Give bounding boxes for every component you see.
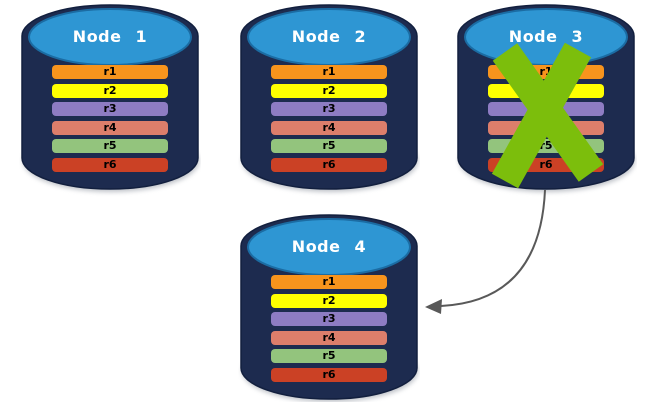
record-r5: r5 <box>271 139 387 153</box>
record-r3: r3 <box>488 102 604 116</box>
node-1: Node 1 r1 r2 r3 r4 r5 r6 <box>19 3 201 197</box>
record-r6: r6 <box>52 157 168 172</box>
record-r1: r1 <box>488 65 604 79</box>
record-r3: r3 <box>271 312 387 326</box>
node-title: Node 2 <box>291 27 367 46</box>
record-r5: r5 <box>488 139 604 153</box>
record-r1: r1 <box>52 65 168 79</box>
record-r6: r6 <box>271 367 387 382</box>
node-title: Node 1 <box>72 27 148 46</box>
record-list: r1 r2 r3 r4 r5 r6 <box>52 65 168 176</box>
record-r6: r6 <box>271 157 387 172</box>
record-r2: r2 <box>488 83 604 98</box>
record-r5: r5 <box>271 349 387 363</box>
record-list: r1 r2 r3 r4 r5 r6 <box>488 65 604 176</box>
record-r1: r1 <box>271 65 387 79</box>
node-2: Node 2 r1 r2 r3 r4 r5 r6 <box>238 3 420 197</box>
record-list: r1 r2 r3 r4 r5 r6 <box>271 65 387 176</box>
record-list: r1 r2 r3 r4 r5 r6 <box>271 275 387 386</box>
node-title: Node 3 <box>508 27 584 46</box>
record-r1: r1 <box>271 275 387 289</box>
record-r2: r2 <box>271 293 387 308</box>
record-r2: r2 <box>52 83 168 98</box>
node-4: Node 4 r1 r2 r3 r4 r5 r6 <box>238 213 420 402</box>
node-title: Node 4 <box>291 237 367 256</box>
record-r2: r2 <box>271 83 387 98</box>
record-r5: r5 <box>52 139 168 153</box>
record-r3: r3 <box>271 102 387 116</box>
record-r4: r4 <box>488 120 604 135</box>
record-r4: r4 <box>271 120 387 135</box>
record-r3: r3 <box>52 102 168 116</box>
record-r4: r4 <box>271 330 387 345</box>
node-3: Node 3 r1 r2 r3 r4 r5 r6 <box>455 3 637 197</box>
record-r4: r4 <box>52 120 168 135</box>
record-r6: r6 <box>488 157 604 172</box>
